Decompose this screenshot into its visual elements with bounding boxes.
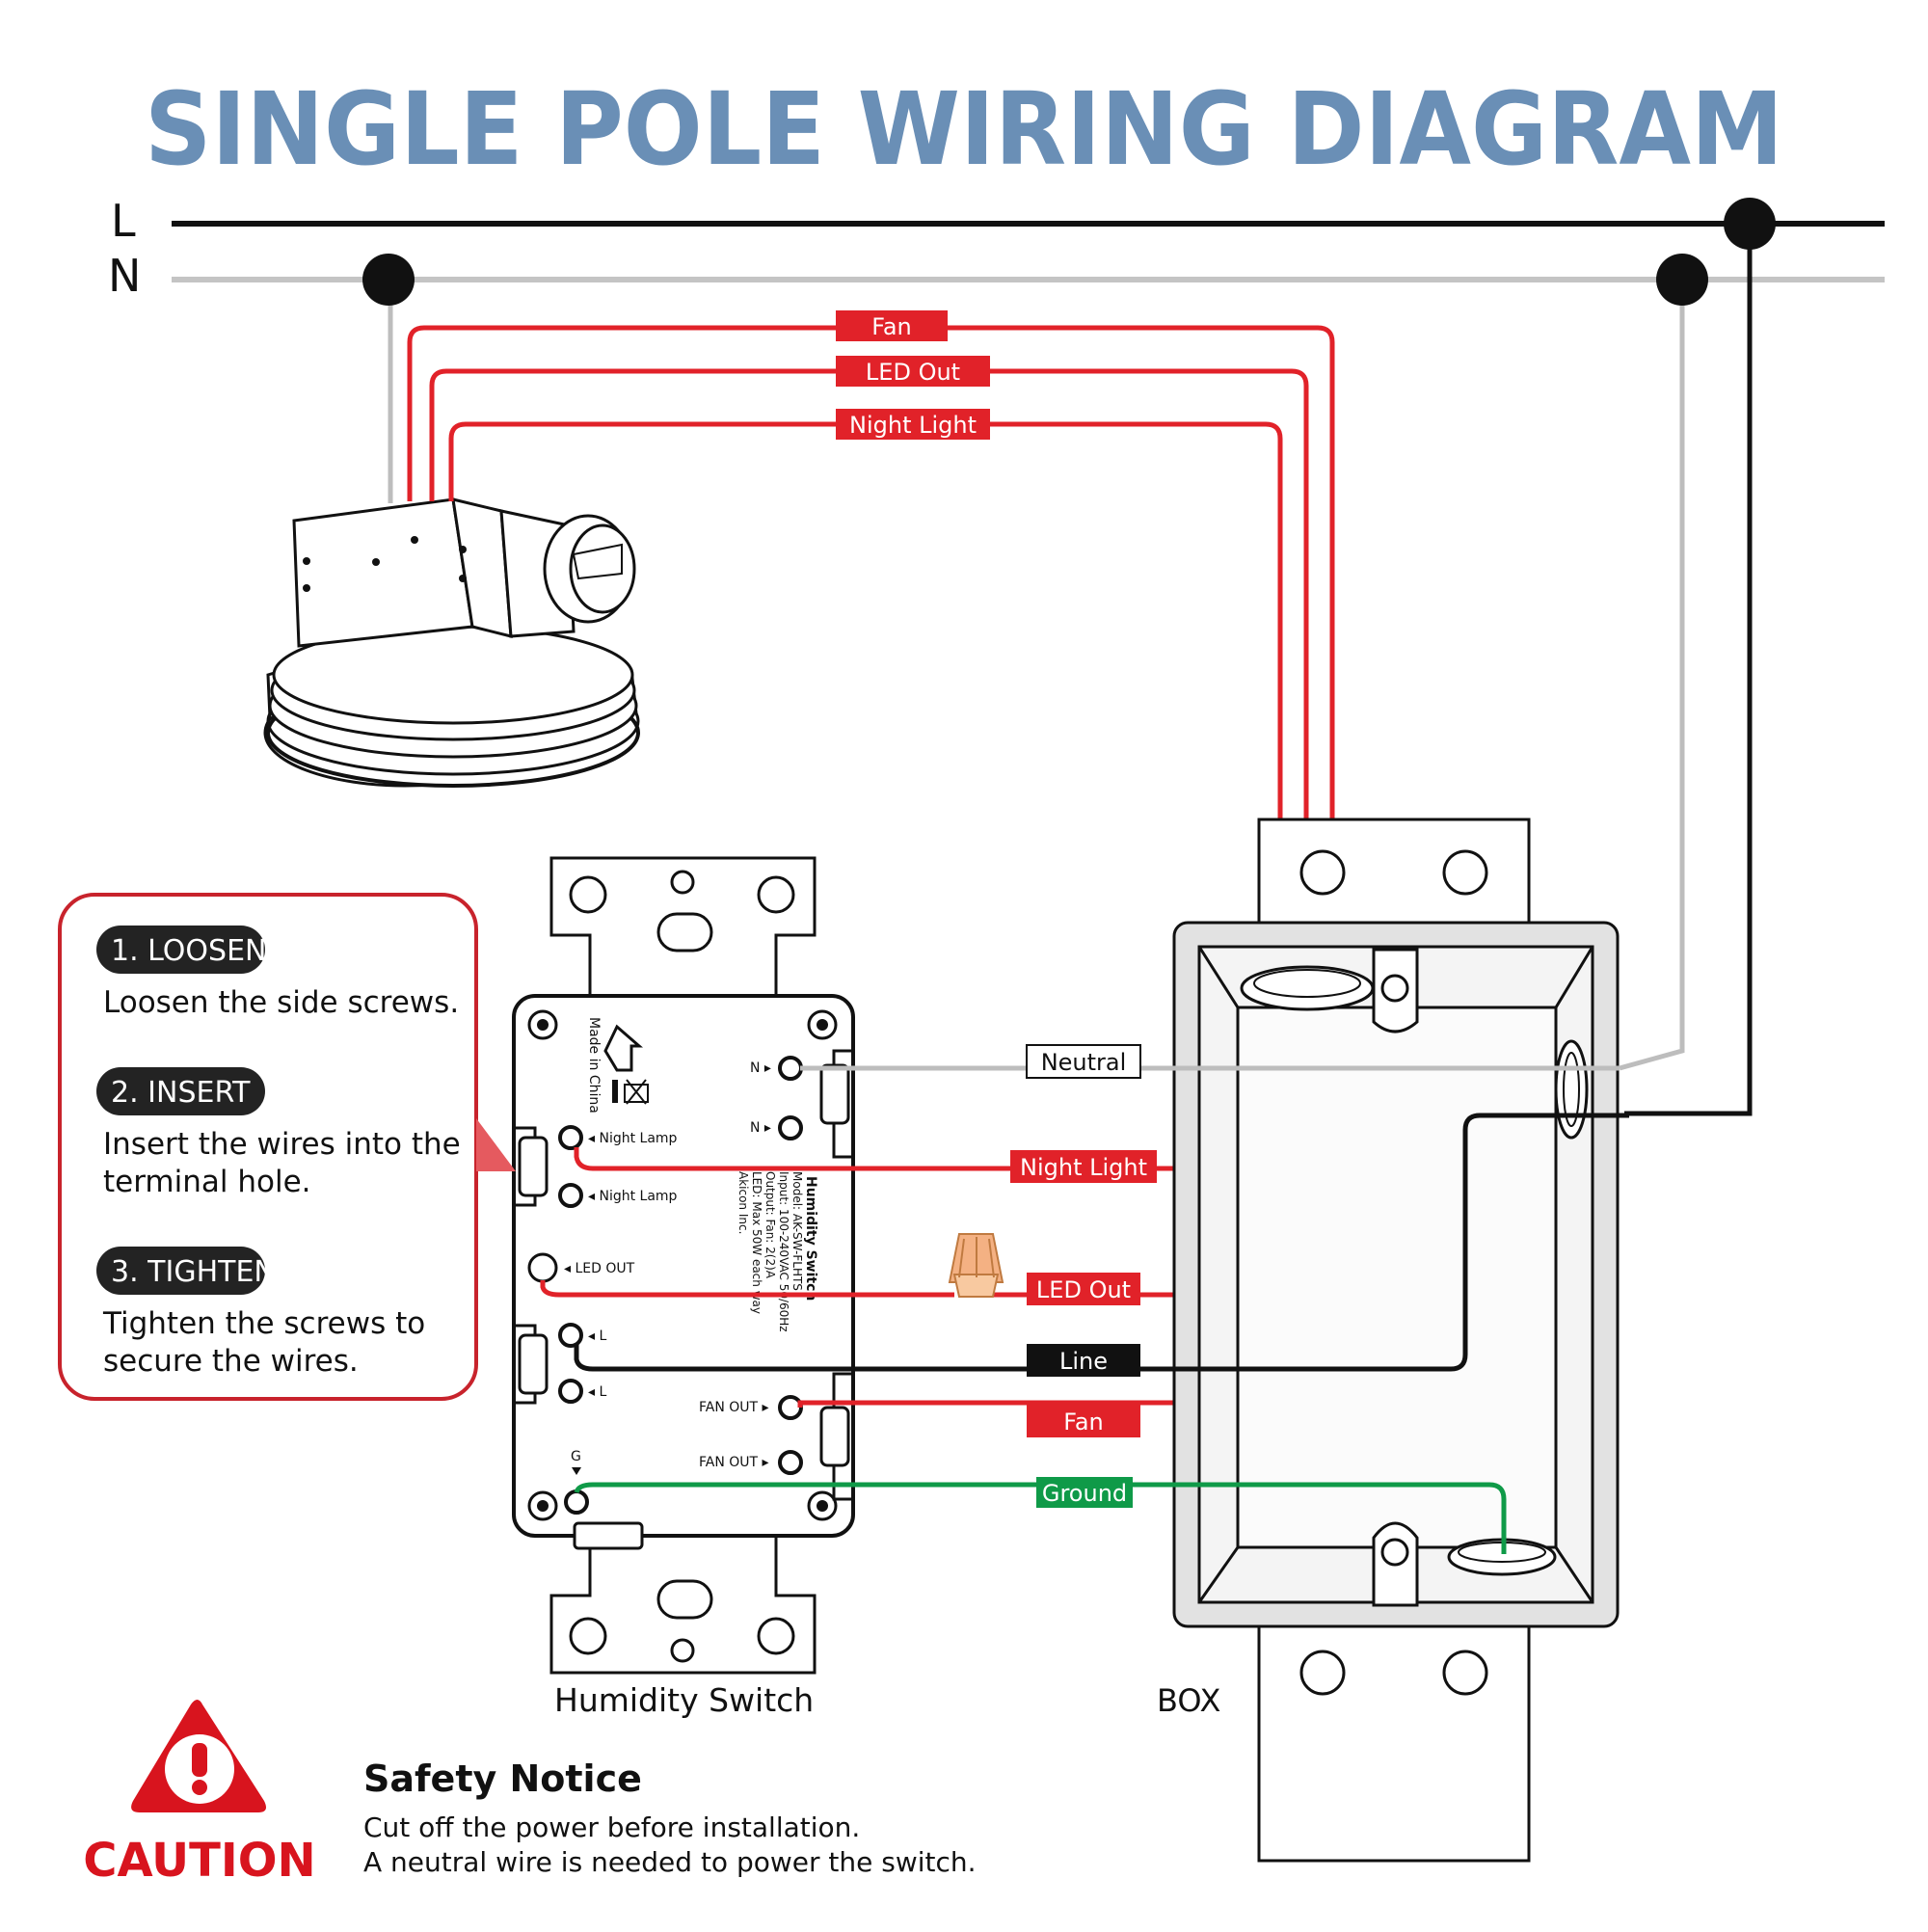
- exhaust-fan-fixture: [263, 497, 640, 788]
- step-2-title: 2. INSERT: [111, 1076, 251, 1110]
- safety-notice-title: Safety Notice: [363, 1758, 642, 1800]
- neutral-label: Neutral: [1041, 1049, 1127, 1076]
- night-light-top-label: Night Light: [849, 412, 977, 439]
- made-in-china-text: Made in China: [586, 1017, 602, 1114]
- fan-label: Fan: [1063, 1409, 1104, 1436]
- ground-arrow-icon: [572, 1467, 581, 1475]
- led-out-wire: [540, 1280, 954, 1298]
- terminal-screws: [527, 1056, 803, 1515]
- fan-top-tag: [836, 310, 948, 341]
- step-1-text: Loosen the side screws.: [103, 985, 459, 1020]
- electrical-box: [1172, 818, 1620, 1863]
- led-out-tag: [1027, 1273, 1140, 1305]
- diagram-title: SINGLE POLE WIRING DIAGRAM: [145, 70, 1783, 188]
- fan-wire: [797, 1400, 1031, 1408]
- wire-nut-icon: [948, 1233, 1004, 1298]
- terminal-night-lamp-1-label: ◂ Night Lamp: [588, 1131, 678, 1146]
- step-2-text-2: terminal hole.: [103, 1165, 311, 1199]
- line-tag: [1027, 1344, 1140, 1377]
- terminal-led-out-label: ◂ LED OUT: [564, 1261, 635, 1276]
- spec-line: Input: 100-240VAC 50/60Hz: [777, 1171, 790, 1332]
- neutral-junction-left: [362, 254, 415, 306]
- terminal-g-label: G: [571, 1449, 581, 1464]
- led-out-top-label: LED Out: [866, 359, 960, 386]
- night-light-label: Night Light: [1020, 1154, 1147, 1181]
- terminal-night-lamp-2-label: ◂ Night Lamp: [588, 1189, 678, 1204]
- spec-line: Humidity Switch: [803, 1176, 818, 1301]
- led-out-top-tag: [836, 356, 990, 387]
- instruction-panel: 1. LOOSEN Loosen the side screws. 2. INS…: [58, 893, 516, 1401]
- neutral-bus-label: N: [108, 250, 141, 302]
- step-3-text-1: Tighten the screws to: [102, 1306, 425, 1341]
- spec-line: Output: Fan: 2(2)A: [763, 1171, 777, 1279]
- switch-caption: Humidity Switch: [554, 1681, 814, 1719]
- terminal-l1-label: ◂ L: [588, 1328, 606, 1344]
- line-bus-label: L: [111, 195, 136, 247]
- box-caption: BOX: [1157, 1682, 1220, 1719]
- terminal-n2-label: N ▸: [750, 1120, 771, 1136]
- safety-notice-line-1: Cut off the power before installation.: [363, 1811, 860, 1843]
- line-junction-right: [1724, 198, 1776, 250]
- fan-top-label: Fan: [871, 313, 912, 340]
- neutral-tag: [1026, 1044, 1141, 1079]
- night-light-tag: [1010, 1150, 1157, 1183]
- safety-notice-line-2: A neutral wire is needed to power the sw…: [363, 1846, 977, 1878]
- neutral-wire-box: [1619, 280, 1685, 1071]
- terminal-fan-out-1-label: FAN OUT ▸: [699, 1400, 769, 1415]
- step-3-title: 3. TIGHTEN: [111, 1255, 276, 1289]
- terminal-fan-out-2-label: FAN OUT ▸: [699, 1455, 769, 1470]
- line-wire: [574, 1113, 1629, 1372]
- caution-icon: [131, 1700, 266, 1812]
- ground-label: Ground: [1042, 1480, 1127, 1507]
- night-light-wire: [574, 1147, 1017, 1171]
- led-out-label: LED Out: [1036, 1276, 1131, 1303]
- switch-spec-print: Humidity Switch Model: AK-SW-FLHTS Input…: [736, 1171, 818, 1332]
- line-wire-box: [1624, 224, 1753, 1116]
- line-label: Line: [1059, 1348, 1108, 1375]
- step-2-text-1: Insert the wires into the: [103, 1127, 461, 1162]
- step-3-text-2: secure the wires.: [103, 1344, 359, 1379]
- spec-line: Model: AK-SW-FLHTS: [790, 1171, 804, 1291]
- step-1-title: 1. LOOSEN: [111, 934, 266, 968]
- ground-tag: [1036, 1477, 1133, 1508]
- spec-line: Akicon Inc.: [736, 1171, 750, 1234]
- night-light-top-tag: [836, 409, 990, 440]
- terminal-l2-label: ◂ L: [588, 1384, 606, 1400]
- ground-wire: [574, 1482, 1507, 1554]
- humidity-switch: [512, 856, 855, 1675]
- terminal-n1-label: N ▸: [750, 1060, 771, 1076]
- fan-tag: [1027, 1405, 1140, 1437]
- spec-line: LED: Max 50W each way: [750, 1171, 763, 1314]
- neutral-junction-right: [1656, 254, 1708, 306]
- caution-label: CAUTION: [83, 1834, 315, 1888]
